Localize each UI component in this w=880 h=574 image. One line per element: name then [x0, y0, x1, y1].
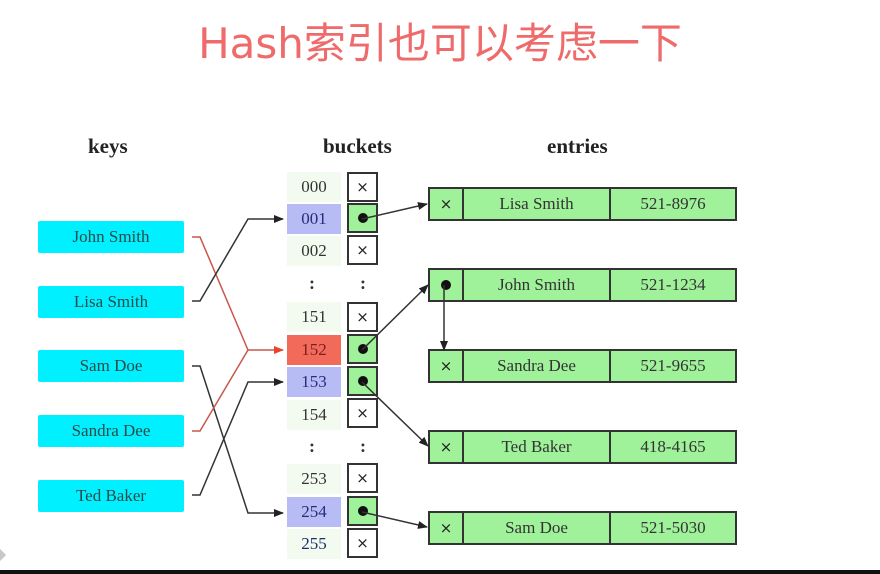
bucket-slot-255: × — [347, 528, 378, 558]
link-lisa-smith-to-001 — [192, 215, 284, 302]
bucket-index-002: 002 — [287, 236, 341, 266]
empty-x-icon: × — [439, 519, 453, 537]
entry-phone: 521-9655 — [640, 356, 706, 375]
empty-x-icon: × — [356, 469, 369, 487]
bucket-slot-001 — [347, 203, 378, 233]
empty-x-icon: × — [439, 438, 453, 456]
key-john-smith: John Smith — [38, 221, 184, 253]
keys-column-header: keys — [88, 134, 128, 158]
entry-sam-doe: × Sam Doe 521-5030 — [428, 511, 737, 545]
empty-x-icon: × — [356, 534, 369, 552]
pointer-dot-icon — [357, 213, 368, 223]
entry-name: Sandra Dee — [464, 351, 611, 381]
pointer-dot-icon — [357, 376, 368, 386]
bucket-slot-ellipsis: : — [360, 273, 366, 293]
link-sam-doe-to-254 — [192, 365, 284, 517]
entry-name: John Smith — [464, 270, 611, 300]
bucket-slot-254 — [347, 496, 378, 526]
link-153-to-ted-baker — [361, 381, 429, 447]
key-sam-doe: Sam Doe — [38, 350, 184, 382]
link-sandra-dee-to-152 — [192, 349, 249, 432]
bucket-index-ellipsis: : — [309, 273, 315, 293]
entry-ted-baker: × Ted Baker 418-4165 — [428, 430, 737, 464]
entries-column-header: entries — [547, 134, 608, 158]
entry-next-cell: × — [430, 513, 464, 543]
entry-next-cell — [430, 270, 464, 300]
link-john-smith-to-152 — [192, 236, 284, 354]
empty-x-icon: × — [439, 195, 453, 213]
bucket-index-151: 151 — [287, 302, 341, 332]
entry-phone: 418-4165 — [640, 437, 706, 456]
entry-name: Lisa Smith — [464, 189, 611, 219]
link-254-to-sam-doe — [361, 511, 428, 529]
key-ted-baker: Ted Baker — [38, 480, 184, 512]
bucket-index-ellipsis: : — [309, 436, 315, 456]
entry-next-cell: × — [430, 189, 464, 219]
entry-phone: 521-5030 — [640, 518, 706, 537]
link-001-to-lisa-smith — [361, 202, 428, 220]
empty-x-icon: × — [439, 357, 453, 375]
link-ted-baker-to-153 — [192, 378, 284, 496]
entry-name: Sam Doe — [464, 513, 611, 543]
bucket-index-154: 154 — [287, 400, 341, 430]
bucket-index-253: 253 — [287, 464, 341, 494]
bucket-index-254: 254 — [287, 497, 341, 527]
key-lisa-smith: Lisa Smith — [38, 286, 184, 318]
bottom-border — [0, 570, 880, 574]
entry-next-cell: × — [430, 351, 464, 381]
slide-title: Hash索引也可以考虑一下 — [198, 19, 682, 68]
entry-next-cell: × — [430, 432, 464, 462]
entry-sandra-dee: × Sandra Dee 521-9655 — [428, 349, 737, 383]
empty-x-icon: × — [356, 178, 369, 196]
empty-x-icon: × — [356, 404, 369, 422]
bucket-index-152: 152 — [287, 335, 341, 365]
bucket-index-001: 001 — [287, 204, 341, 234]
bucket-slot-154: × — [347, 398, 378, 428]
bucket-slot-002: × — [347, 235, 378, 265]
entry-phone: 521-8976 — [640, 194, 706, 213]
bucket-index-153: 153 — [287, 367, 341, 397]
bucket-slot-000: × — [347, 172, 378, 202]
bucket-slot-153 — [347, 366, 378, 396]
bucket-slot-151: × — [347, 302, 378, 332]
entry-john-smith: John Smith 521-1234 — [428, 268, 737, 302]
empty-x-icon: × — [356, 241, 369, 259]
pointer-dot-icon — [357, 506, 368, 516]
bucket-slot-ellipsis: : — [360, 436, 366, 456]
empty-x-icon: × — [356, 308, 369, 326]
buckets-column-header: buckets — [323, 134, 392, 158]
bucket-slot-253: × — [347, 463, 378, 493]
entry-name: Ted Baker — [464, 432, 611, 462]
entry-phone: 521-1234 — [640, 275, 706, 294]
pointer-dot-icon — [441, 280, 451, 290]
bucket-index-255: 255 — [287, 529, 341, 559]
entry-lisa-smith: × Lisa Smith 521-8976 — [428, 187, 737, 221]
bucket-index-000: 000 — [287, 172, 341, 202]
key-sandra-dee: Sandra Dee — [38, 415, 184, 447]
link-152-to-john-smith — [361, 284, 429, 351]
